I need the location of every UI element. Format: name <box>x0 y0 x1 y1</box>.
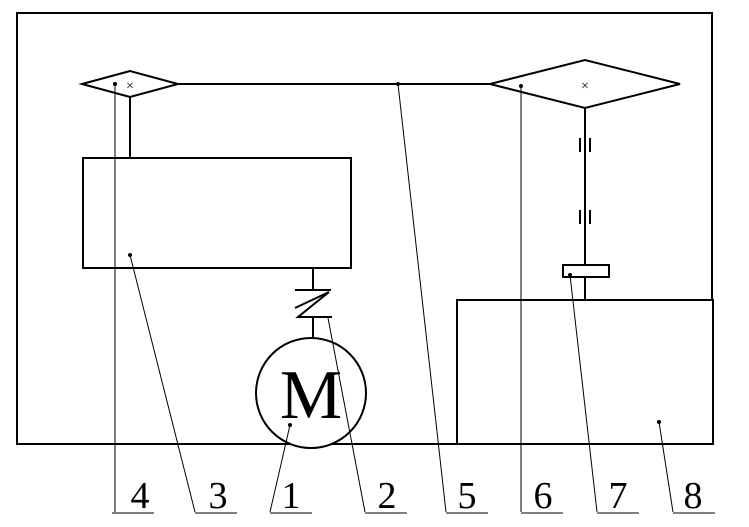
base-frame <box>16 12 713 445</box>
leader-dot <box>288 423 292 427</box>
label-4: 4 <box>131 475 150 517</box>
leader-line-3 <box>129 254 196 513</box>
label-7: 7 <box>609 475 628 517</box>
leader-line-7 <box>569 274 598 513</box>
small-pulley-mark: × <box>126 79 134 94</box>
leader-line-1 <box>269 424 291 513</box>
label-3: 3 <box>209 475 228 517</box>
coupling <box>562 264 610 278</box>
leader-dot <box>128 253 132 257</box>
leader-line-5 <box>397 83 447 513</box>
leader-line-2 <box>327 317 366 513</box>
working-unit <box>456 299 714 445</box>
large-pulley <box>489 58 681 110</box>
label-5: 5 <box>458 475 477 517</box>
leader-dot <box>568 273 572 277</box>
motor <box>255 337 367 449</box>
leader-dot <box>113 82 117 86</box>
gearbox <box>82 157 352 269</box>
large-pulley-mark: × <box>581 79 589 94</box>
leader-line-8 <box>658 421 674 513</box>
leader-dot <box>519 84 523 88</box>
label-8: 8 <box>684 475 703 517</box>
elastic-coupling <box>294 291 332 318</box>
label-6: 6 <box>534 475 553 517</box>
leader-dot <box>657 420 661 424</box>
label-1: 1 <box>282 475 301 517</box>
motor-symbol: M <box>280 357 342 434</box>
label-2: 2 <box>378 475 397 517</box>
leader-dot <box>396 82 400 86</box>
